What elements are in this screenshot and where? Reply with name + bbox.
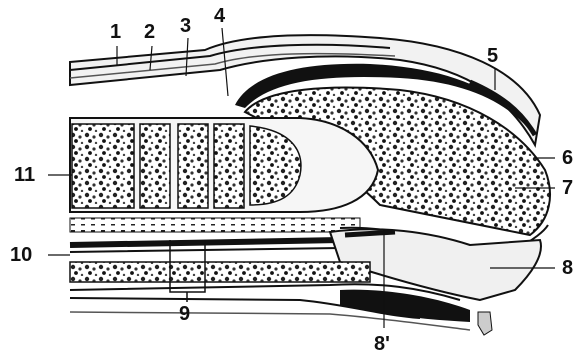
label-1: 1 <box>110 22 121 42</box>
label-7: 7 <box>562 178 573 198</box>
label-11: 11 <box>14 165 35 185</box>
label-2: 2 <box>144 22 155 42</box>
label-8-prime: 8' <box>374 334 390 354</box>
label-8: 8 <box>562 258 573 278</box>
label-9: 9 <box>179 304 190 324</box>
label-6: 6 <box>562 148 573 168</box>
label-10: 10 <box>10 245 32 265</box>
label-4: 4 <box>214 6 225 26</box>
middle-phalanx <box>70 118 378 212</box>
label-3: 3 <box>180 16 191 36</box>
label-5: 5 <box>487 46 498 66</box>
